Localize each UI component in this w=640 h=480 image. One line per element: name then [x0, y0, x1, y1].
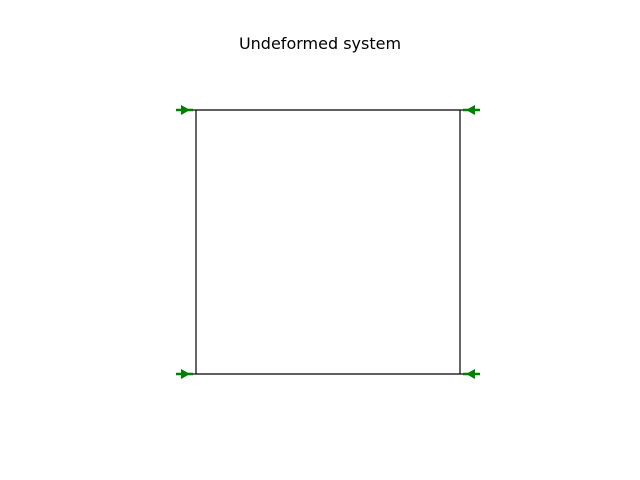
frame	[186, 109, 470, 375]
supports	[176, 105, 480, 379]
support-arrow-icon	[463, 369, 480, 379]
diagram-title: Undeformed system	[238, 34, 402, 53]
support-arrow-icon	[176, 369, 193, 379]
support-arrow-icon	[176, 105, 193, 115]
support-arrow-icon	[463, 105, 480, 115]
